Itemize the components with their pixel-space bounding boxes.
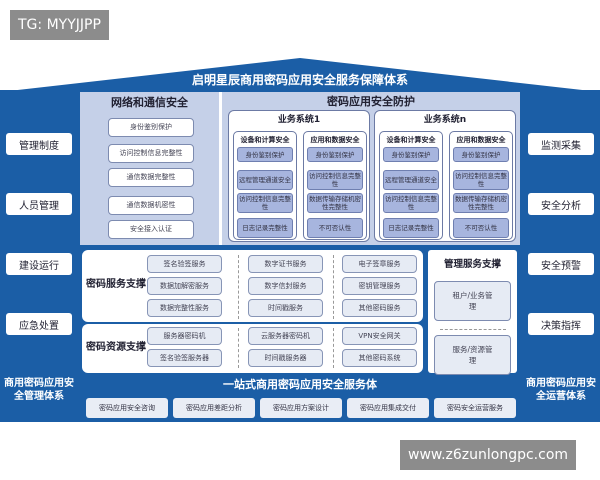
crypto-resource-item: 其他密码系统	[342, 349, 417, 367]
bottom-service: 密码应用差距分析	[173, 398, 255, 418]
bottom-service: 密码应用安全咨询	[86, 398, 168, 418]
crypto-service-item: 时间戳服务	[248, 299, 323, 317]
crypto-service-item: 数据完整性服务	[147, 299, 222, 317]
crypto-resource-item: VPN安全网关	[342, 327, 417, 345]
protection-item: 远程管理通道安全	[383, 170, 439, 190]
device-title: 设备和计算安全	[240, 136, 290, 144]
left-footer: 商用密码应用安全管理体系	[4, 378, 74, 402]
protection-item: 身份鉴别保护	[453, 147, 509, 162]
app-title: 应用和数据安全	[310, 136, 360, 144]
protection-item: 访问控制信息完整性	[453, 170, 509, 190]
crypto-resource-item: 时间戳服务器	[248, 349, 323, 367]
network-item: 通信数据机密性	[108, 196, 194, 215]
divider	[333, 255, 334, 319]
watermark-bottom: www.z6zunlongpc.com	[400, 440, 577, 470]
device-title: 设备和计算安全	[386, 136, 436, 144]
crypto-resource-item: 云服务器密码机	[248, 327, 323, 345]
protection-item: 远程管理通道安全	[237, 170, 293, 190]
left-item: 人员管理	[6, 193, 72, 215]
crypto-service-item: 数据加解密服务	[147, 277, 222, 295]
roof	[0, 58, 600, 92]
mgmt-title: 管理服务支撑	[443, 259, 501, 270]
device-security-box: 设备和计算安全身份鉴别保护远程管理通道安全访问控制信息完整性日志记录完整性	[379, 131, 443, 240]
left-item: 建设运行	[6, 253, 72, 275]
device-security-box: 设备和计算安全身份鉴别保护远程管理通道安全访问控制信息完整性日志记录完整性	[233, 131, 297, 240]
protection-item: 不可否认性	[307, 218, 363, 238]
network-item: 身份鉴别保护	[108, 118, 194, 137]
crypto-service-item: 密钥管理服务	[342, 277, 417, 295]
protection-item: 数据传输存储机密性完整性	[307, 193, 363, 213]
protection-item: 日志记录完整性	[237, 218, 293, 238]
divider	[238, 328, 239, 368]
right-item: 安全预警	[528, 253, 594, 275]
top-panel: 网络和通信安全 身份鉴别保护访问控制信息完整性通信数据完整性通信数据机密性安全接…	[80, 92, 520, 245]
bottom-service: 密码应用方案设计	[260, 398, 342, 418]
crypto-service-item: 其他密码服务	[342, 299, 417, 317]
protection-item: 身份鉴别保护	[237, 147, 293, 162]
protection-item: 访问控制信息完整性	[307, 170, 363, 190]
right-item: 安全分析	[528, 193, 594, 215]
left-item: 管理制度	[6, 133, 72, 155]
app-title: 应用和数据安全	[456, 136, 506, 144]
divider	[440, 329, 506, 330]
crypto-resource-title: 密码资源支撑	[86, 342, 146, 353]
service-band-title: 一站式商用密码应用安全服务体	[223, 378, 377, 391]
bottom-service: 密码安全运营服务	[434, 398, 516, 418]
protection-item: 身份鉴别保护	[307, 147, 363, 162]
protection-title: 密码应用安全防护	[327, 95, 415, 108]
right-item: 监测采集	[528, 133, 594, 155]
network-item: 安全接入认证	[108, 220, 194, 239]
protection-item: 不可否认性	[453, 218, 509, 238]
business-system-title: 业务系统n	[423, 115, 467, 125]
divider	[333, 328, 334, 368]
right-footer: 商用密码应用安全运营体系	[526, 378, 596, 402]
network-title: 网络和通信安全	[111, 96, 188, 109]
network-security-section: 网络和通信安全 身份鉴别保护访问控制信息完整性通信数据完整性通信数据机密性安全接…	[80, 92, 222, 245]
mgmt-item: 租户/业务管理	[434, 281, 511, 321]
business-system-title: 业务系统1	[277, 115, 321, 125]
crypto-service-item: 签名验签服务	[147, 255, 222, 273]
crypto-resource-item: 服务器密码机	[147, 327, 222, 345]
crypto-service-item: 电子签章服务	[342, 255, 417, 273]
protection-item: 日志记录完整性	[383, 218, 439, 238]
network-item: 通信数据完整性	[108, 168, 194, 187]
network-item: 访问控制信息完整性	[108, 144, 194, 163]
app-security-box: 应用和数据安全身份鉴别保护访问控制信息完整性数据传输存储机密性完整性不可否认性	[303, 131, 367, 240]
main-title: 启明星辰商用密码应用安全服务保障体系	[191, 73, 408, 87]
crypto-service-title: 密码服务支撑	[86, 279, 146, 290]
protection-item: 身份鉴别保护	[383, 147, 439, 162]
protection-item: 访问控制信息完整性	[383, 193, 439, 213]
bottom-service: 密码应用集成交付	[347, 398, 429, 418]
crypto-service-item: 数字信封服务	[248, 277, 323, 295]
crypto-service-item: 数字证书服务	[248, 255, 323, 273]
crypto-resource-item: 签名验签服务器	[147, 349, 222, 367]
protection-item: 访问控制信息完整性	[237, 193, 293, 213]
watermark-top: TG: MYYJJPP	[10, 10, 109, 40]
divider	[238, 255, 239, 319]
app-security-box: 应用和数据安全身份鉴别保护访问控制信息完整性数据传输存储机密性完整性不可否认性	[449, 131, 513, 240]
right-item: 决策指挥	[528, 313, 594, 335]
mgmt-item: 服务/资源管理	[434, 335, 511, 375]
left-item: 应急处置	[6, 313, 72, 335]
protection-item: 数据传输存储机密性完整性	[453, 193, 509, 213]
